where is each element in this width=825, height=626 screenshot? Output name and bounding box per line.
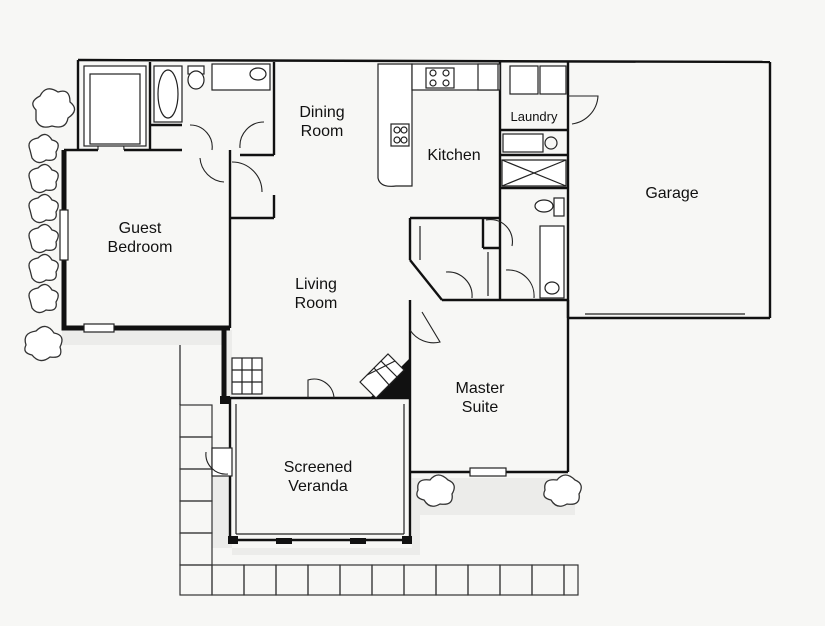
veranda-label-1: Screened (284, 459, 353, 476)
pavers (179, 345, 579, 596)
shrubs (24, 88, 582, 507)
guest-bedroom-label-1: Guest (119, 220, 162, 237)
guest-bedroom-label-2: Bedroom (108, 239, 173, 256)
living-room-label-1: Living (295, 276, 337, 293)
laundry-label: Laundry (511, 109, 558, 124)
fireplace-hearth (359, 353, 405, 399)
master-suite-label-2: Suite (462, 399, 499, 416)
fixtures (83, 63, 567, 299)
doors (97, 95, 599, 475)
kitchen-label: Kitchen (427, 147, 480, 164)
windows (59, 209, 507, 544)
dining-room-label-1: Dining (299, 104, 344, 121)
veranda-label-2: Veranda (288, 478, 348, 495)
walls (61, 58, 772, 542)
living-room-label-2: Room (295, 295, 338, 312)
garage-label: Garage (645, 185, 698, 202)
dining-room-label-2: Room (301, 123, 344, 140)
landscape (62, 330, 575, 555)
master-suite-label-1: Master (456, 380, 506, 397)
entry-tiles (231, 357, 263, 395)
